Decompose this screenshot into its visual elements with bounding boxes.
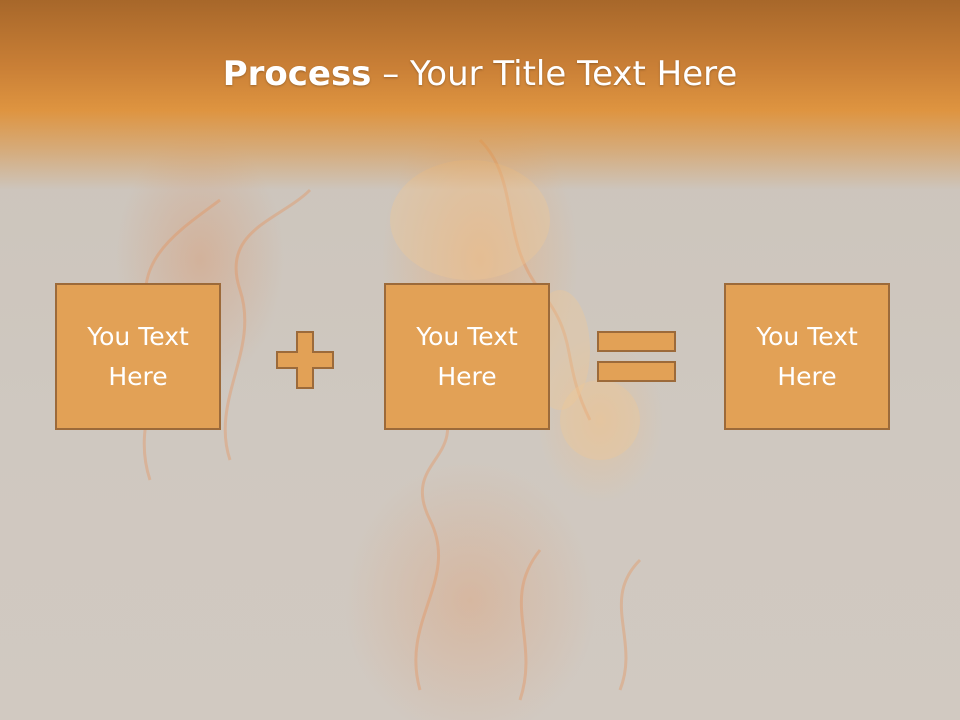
process-box-2[interactable]: You Text Here <box>384 283 550 430</box>
title-bar <box>0 0 960 190</box>
equals-icon <box>597 331 676 382</box>
title-rest-part: – Your Title Text Here <box>371 54 738 94</box>
slide-title: Process – Your Title Text Here <box>0 52 960 96</box>
process-box-3-text: You Text Here <box>756 321 858 391</box>
process-box-3[interactable]: You Text Here <box>724 283 890 430</box>
process-box-2-text: You Text Here <box>416 321 518 391</box>
process-box-1[interactable]: You Text Here <box>55 283 221 430</box>
title-bold-part: Process <box>222 54 372 94</box>
plus-icon <box>276 331 334 389</box>
process-box-1-text: You Text Here <box>87 321 189 391</box>
